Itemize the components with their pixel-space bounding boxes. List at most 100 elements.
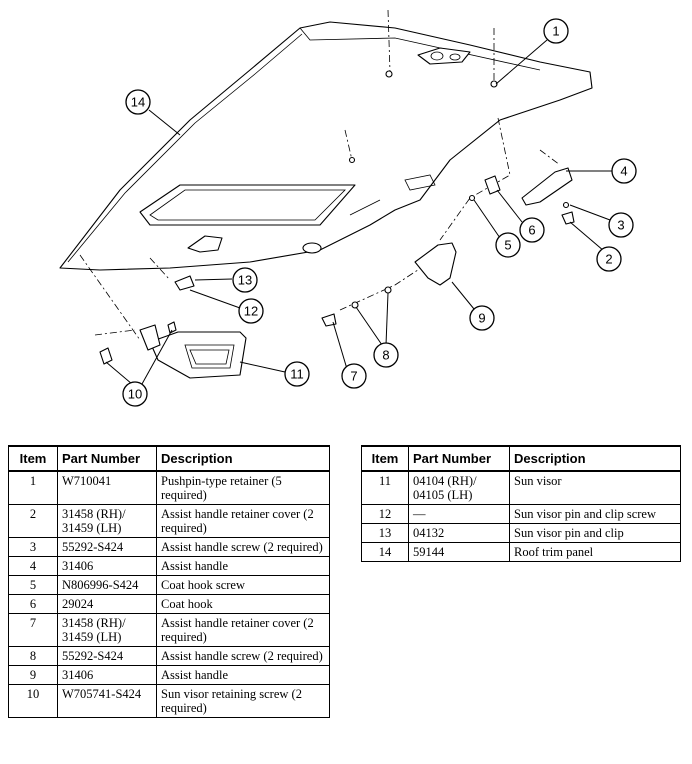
header-item: Item	[361, 445, 409, 472]
cell-item: 9	[8, 665, 58, 685]
cell-item: 10	[8, 684, 58, 718]
cell-item: 6	[8, 594, 58, 614]
sun-visor-clip	[174, 275, 195, 291]
cell-item: 8	[8, 646, 58, 666]
cell-description: Assist handle screw (2 required)	[156, 646, 330, 666]
cell-description: Assist handle retainer cover (2 required…	[156, 504, 330, 538]
cell-description: Assist handle	[156, 665, 330, 685]
svg-text:5: 5	[504, 238, 511, 253]
cell-part-number: 31406	[57, 665, 157, 685]
cell-part-number: 55292-S424	[57, 537, 157, 557]
cell-part-number: 31406	[57, 556, 157, 576]
callout-3: 3	[608, 212, 634, 238]
cell-part-number: 59144	[408, 542, 510, 562]
cell-part-number: W710041	[57, 470, 157, 505]
table-row: 12—Sun visor pin and clip screw	[361, 504, 681, 524]
cell-part-number: 31458 (RH)/ 31459 (LH)	[57, 613, 157, 647]
cell-item: 4	[8, 556, 58, 576]
callout-12: 12	[238, 298, 264, 324]
cell-description: Pushpin-type retainer (5 required)	[156, 470, 330, 505]
cell-item: 12	[361, 504, 409, 524]
coat-hook	[484, 175, 501, 195]
callout-6: 6	[519, 217, 545, 243]
svg-text:12: 12	[244, 304, 258, 319]
cell-item: 1	[8, 470, 58, 505]
cell-item: 7	[8, 613, 58, 647]
cell-part-number: 31458 (RH)/ 31459 (LH)	[57, 504, 157, 538]
callout-10: 10	[122, 381, 148, 407]
roof-trim-panel	[59, 21, 593, 271]
cell-item: 14	[361, 542, 409, 562]
assist-handle-lower	[414, 242, 457, 286]
svg-text:14: 14	[131, 95, 145, 110]
callout-8: 8	[373, 342, 399, 368]
svg-text:2: 2	[605, 252, 612, 267]
svg-text:11: 11	[290, 367, 304, 382]
table-header-row: Item Part Number Description	[8, 445, 330, 472]
cell-part-number: N806996-S424	[57, 575, 157, 595]
header-part-number: Part Number	[57, 445, 157, 472]
cell-item: 2	[8, 504, 58, 538]
cell-item: 5	[8, 575, 58, 595]
header-part-number: Part Number	[408, 445, 510, 472]
table-header-row: Item Part Number Description	[361, 445, 681, 472]
cell-item: 11	[361, 470, 409, 505]
callout-7: 7	[341, 363, 367, 389]
cell-description: Sun visor pin and clip	[509, 523, 681, 543]
cell-description: Coat hook screw	[156, 575, 330, 595]
cell-description: Sun visor retaining screw (2 required)	[156, 684, 330, 718]
callout-13: 13	[232, 267, 258, 293]
headliner-exploded-diagram: 1 2 3 4 5 6 7 8 9 10 11 12 13 14	[59, 9, 637, 407]
callout-2: 2	[596, 246, 622, 272]
callout-9: 9	[469, 305, 495, 331]
cell-part-number: 04104 (RH)/ 04105 (LH)	[408, 470, 510, 505]
sun-visor	[139, 324, 247, 379]
cell-description: Assist handle retainer cover (2 required…	[156, 613, 330, 647]
header-description: Description	[509, 445, 681, 472]
cell-item: 3	[8, 537, 58, 557]
cell-description: Assist handle screw (2 required)	[156, 537, 330, 557]
cell-part-number: 55292-S424	[57, 646, 157, 666]
cell-item: 13	[361, 523, 409, 543]
cell-description: Assist handle	[156, 556, 330, 576]
callout-11: 11	[284, 361, 310, 387]
callout-14: 14	[125, 89, 151, 115]
cell-part-number: W705741-S424	[57, 684, 157, 718]
cell-description: Coat hook	[156, 594, 330, 614]
cell-part-number: 29024	[57, 594, 157, 614]
svg-text:13: 13	[238, 273, 252, 288]
cell-description: Sun visor pin and clip screw	[509, 504, 681, 524]
cell-part-number: 04132	[408, 523, 510, 543]
svg-text:6: 6	[528, 223, 535, 238]
assist-handle-upper	[521, 167, 573, 206]
svg-text:4: 4	[620, 164, 627, 179]
svg-text:10: 10	[128, 387, 142, 402]
cell-part-number: —	[408, 504, 510, 524]
cell-description: Sun visor	[509, 470, 681, 505]
callout-5: 5	[495, 232, 521, 258]
svg-text:9: 9	[478, 311, 485, 326]
svg-text:1: 1	[552, 24, 559, 39]
callout-1: 1	[543, 18, 569, 44]
callout-4: 4	[611, 158, 637, 184]
header-description: Description	[156, 445, 330, 472]
svg-text:3: 3	[617, 218, 624, 233]
svg-text:7: 7	[350, 369, 357, 384]
header-item: Item	[8, 445, 58, 472]
svg-text:8: 8	[382, 348, 389, 363]
